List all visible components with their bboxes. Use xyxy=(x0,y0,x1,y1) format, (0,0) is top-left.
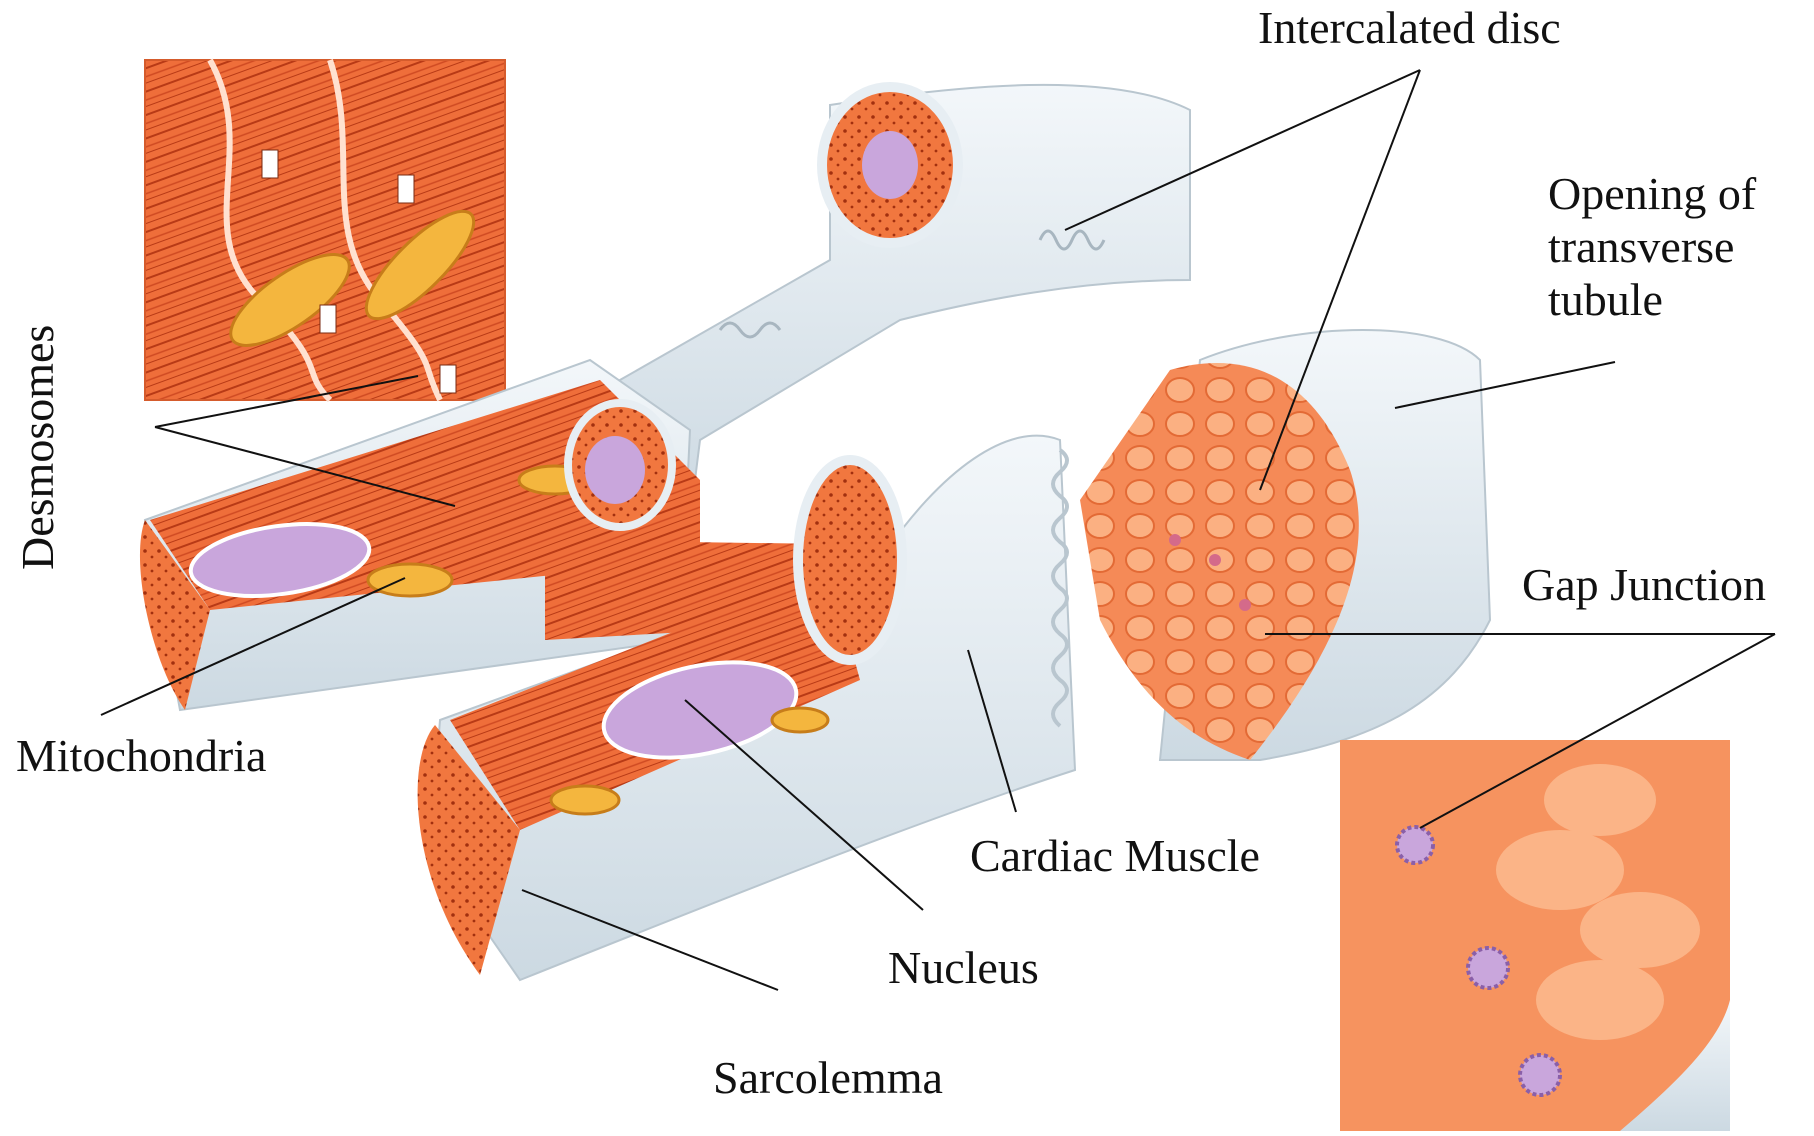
gap-junction-shape xyxy=(1397,827,1433,863)
gap-junction-inset xyxy=(1340,740,1730,1131)
mitochondrion-shape xyxy=(368,564,452,596)
label-gap-junction: Gap Junction xyxy=(1522,559,1766,612)
label-opening-line-1: Opening of xyxy=(1548,168,1756,221)
label-opening-line-2: transverse xyxy=(1548,221,1756,274)
label-opening-line-3: tubule xyxy=(1548,274,1756,327)
upper-muscle-fiber xyxy=(620,85,1190,520)
label-sarcolemma: Sarcolemma xyxy=(713,1052,943,1105)
label-cardiac-muscle: Cardiac Muscle xyxy=(970,830,1260,883)
desmosome-inset xyxy=(145,60,505,400)
gap-junction-shape xyxy=(1520,1055,1560,1095)
label-desmosomes: Desmosomes xyxy=(12,325,65,570)
label-nucleus: Nucleus xyxy=(888,942,1039,995)
label-mitochondria: Mitochondria xyxy=(16,730,266,783)
label-intercalated-disc: Intercalated disc xyxy=(1258,2,1561,55)
intercalated-disc-cell xyxy=(1080,330,1490,760)
gap-junction-shape xyxy=(1468,948,1508,988)
label-opening-of-transverse-tubule: Opening of transverse tubule xyxy=(1548,168,1756,327)
